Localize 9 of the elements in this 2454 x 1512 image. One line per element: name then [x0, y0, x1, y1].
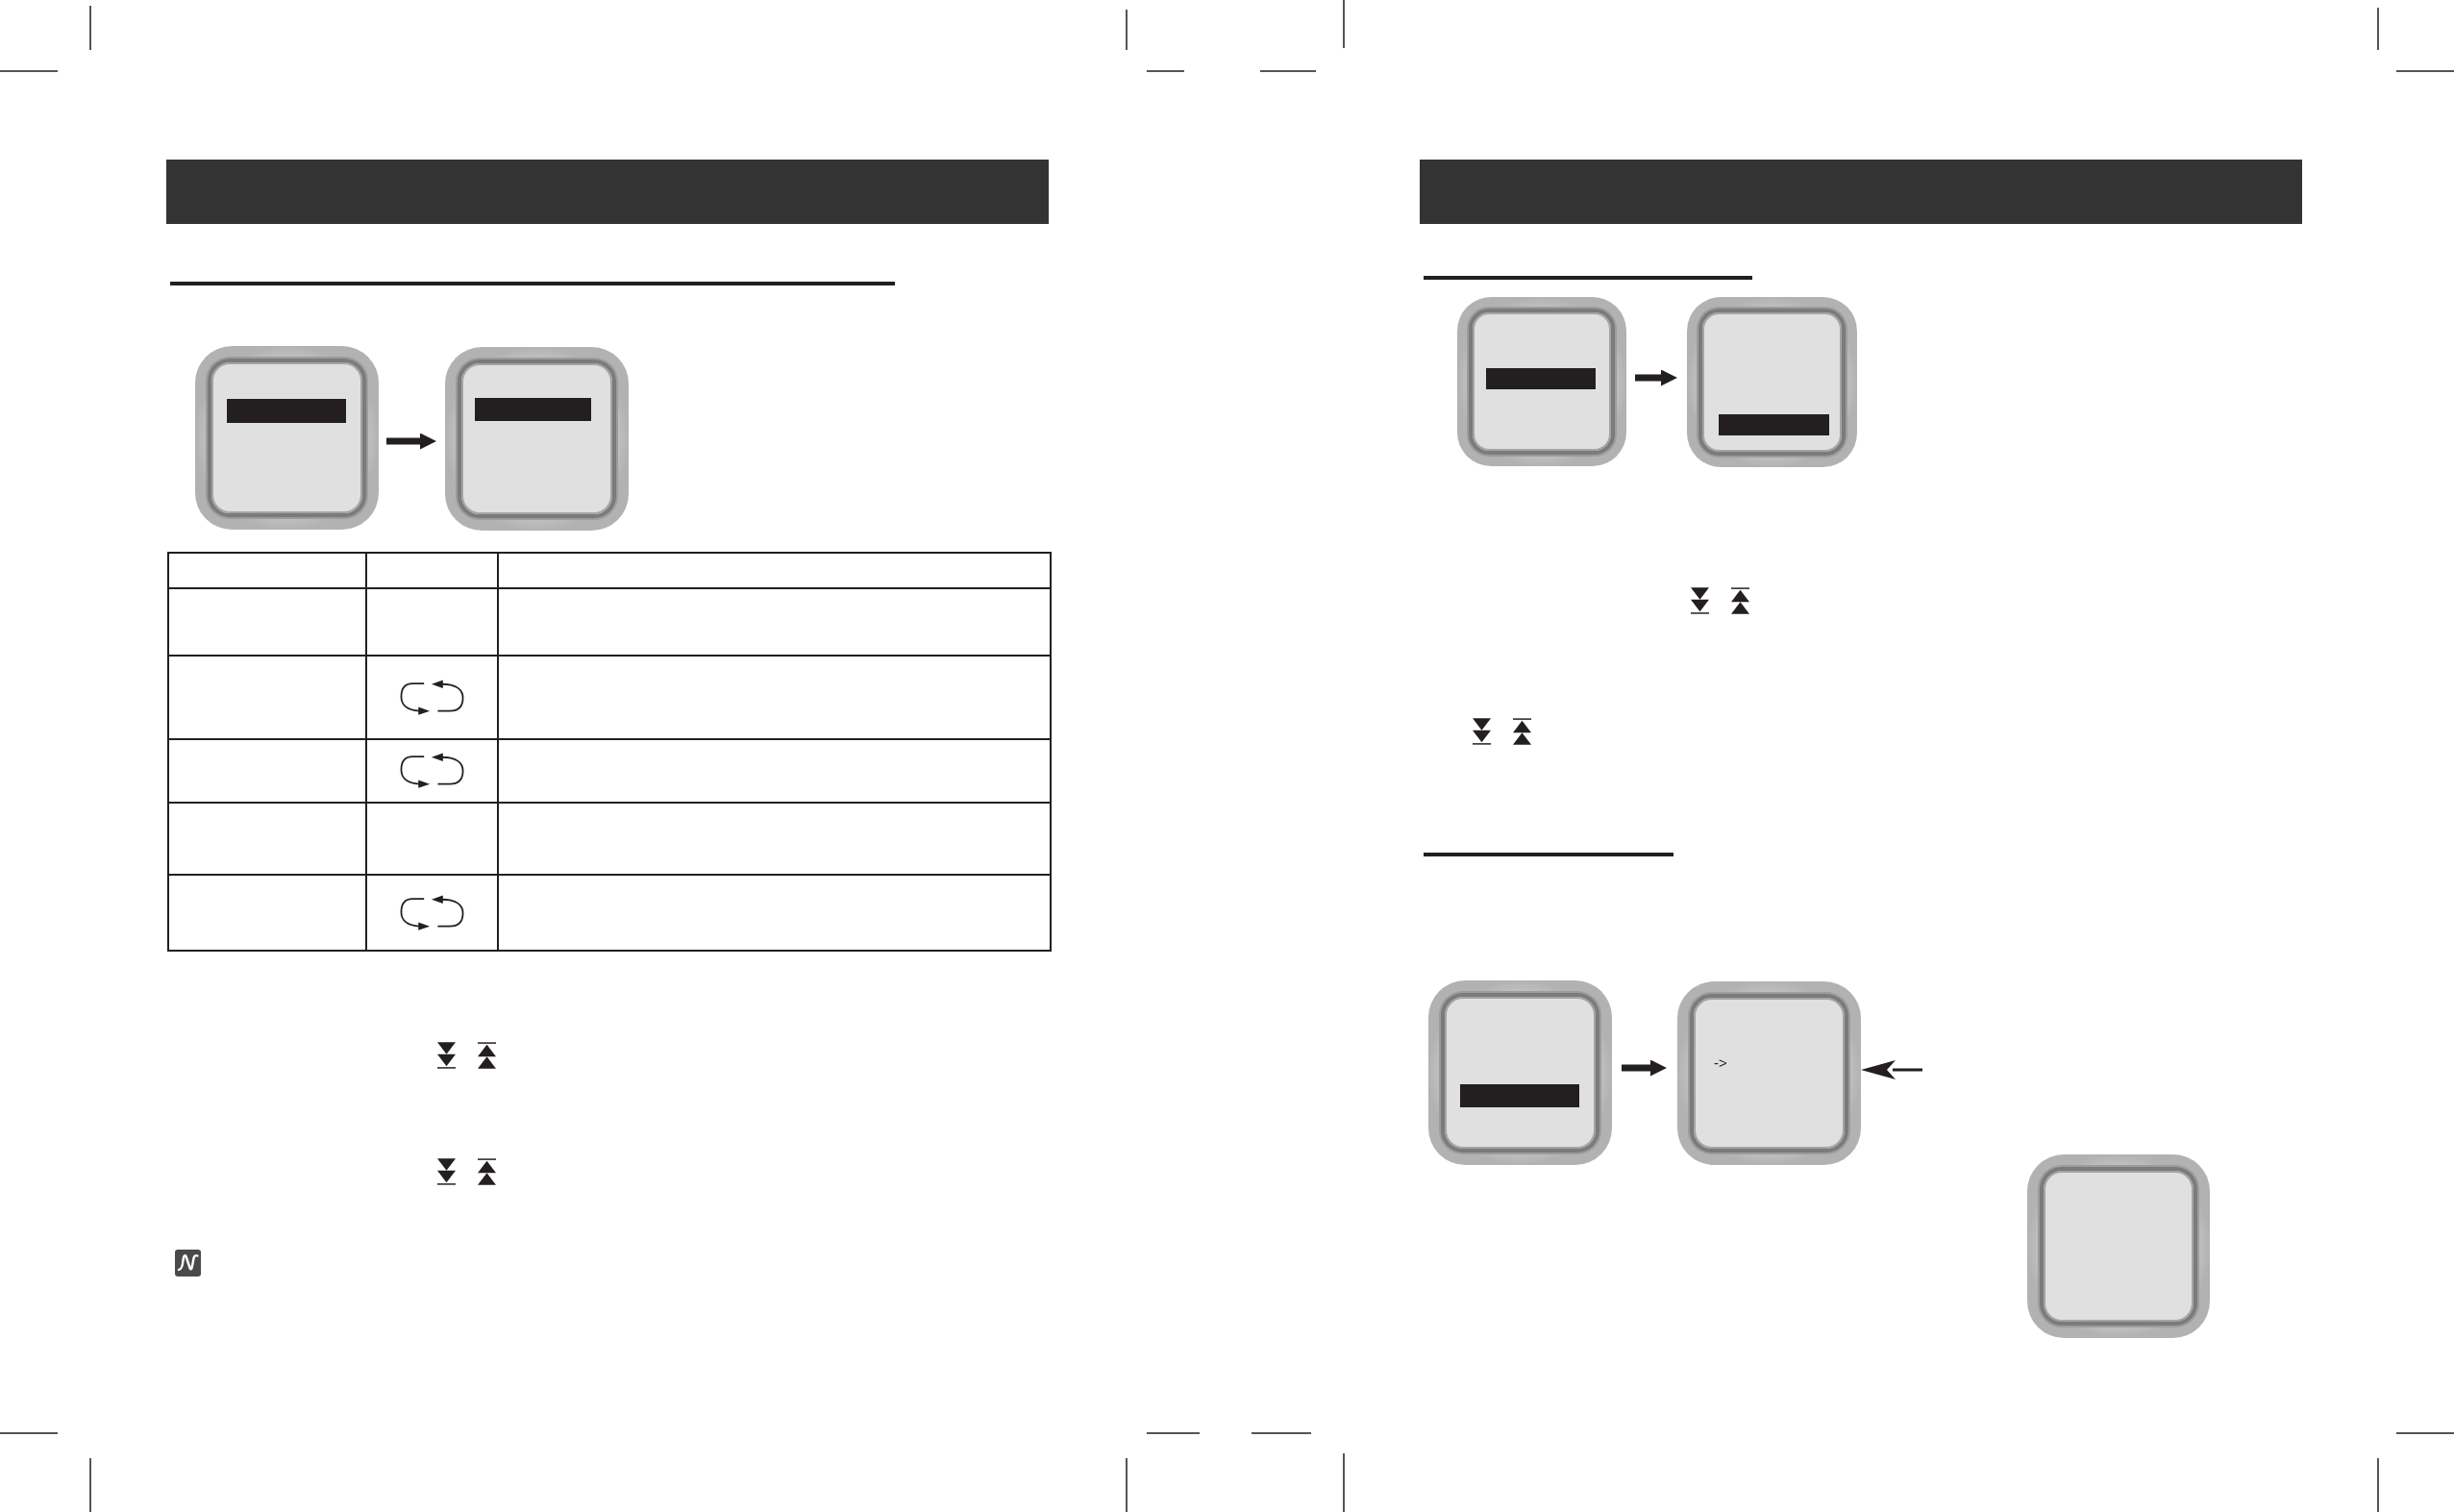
lcd-screen: [1677, 981, 1861, 1165]
lcd-screen: [2027, 1154, 2210, 1338]
lcd-screen: [445, 347, 629, 531]
lcd-screen: [1428, 980, 1612, 1165]
screen-text: ->: [1714, 1054, 1727, 1072]
lcd-screen: [1687, 297, 1857, 467]
lcd-screen: [1457, 297, 1626, 466]
lcd-screen: [195, 346, 379, 530]
arrow: [1861, 1060, 1922, 1079]
